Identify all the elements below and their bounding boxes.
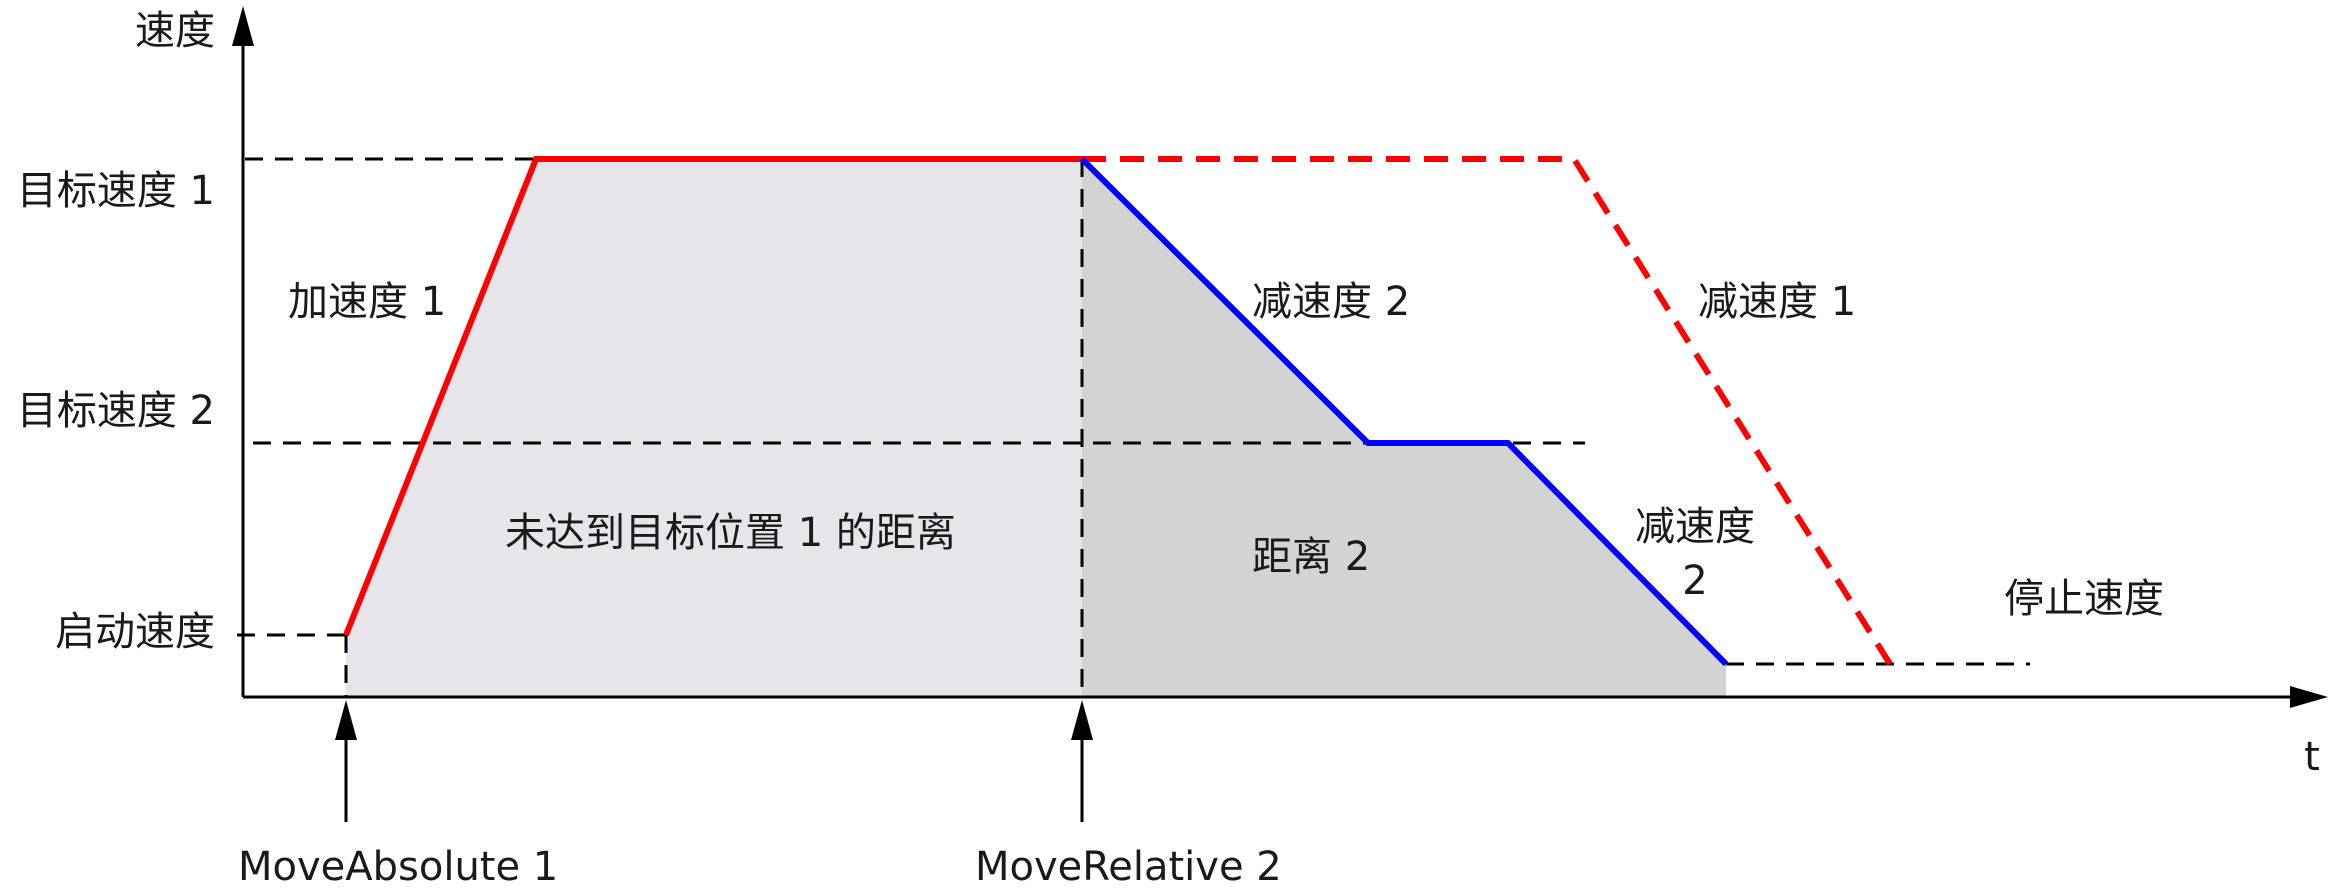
event-arrows	[335, 700, 1093, 822]
area-distance-2	[1082, 159, 1726, 697]
annotation-decel-2-upper: 减速度 2	[1252, 279, 1410, 325]
annotation-decel-2-lower-line2: 2	[1682, 558, 1707, 604]
level-label-start-speed: 启动速度	[55, 609, 215, 655]
event-label-move-absolute: MoveAbsolute 1	[238, 844, 558, 890]
profile-2-line	[1079, 156, 1729, 667]
event-label-move-relative: MoveRelative 2	[975, 844, 1282, 890]
annotation-distance-2: 距离 2	[1252, 534, 1370, 580]
profile-1-solid-line	[343, 156, 1082, 637]
level-label-target-speed-2: 目标速度 2	[17, 388, 215, 434]
level-label-target-speed-1: 目标速度 1	[17, 168, 215, 214]
area-unreached-distance	[346, 159, 1082, 697]
axes	[232, 6, 2328, 708]
annotation-decel-1: 减速度 1	[1698, 279, 1856, 325]
x-axis-arrow-icon	[2290, 686, 2328, 708]
move-absolute-arrow-icon	[335, 700, 357, 740]
annotation-accel-1: 加速度 1	[288, 279, 446, 325]
profile-1-dashed-line	[1082, 156, 1893, 666]
annotation-decel-2-lower-line1: 减速度	[1635, 504, 1755, 550]
y-axis-arrow-icon	[232, 6, 254, 46]
annotation-distance-unreached: 未达到目标位置 1 的距离	[505, 510, 956, 556]
x-axis-label: t	[2304, 734, 2320, 780]
annotation-stop-speed: 停止速度	[2004, 576, 2164, 622]
move-relative-arrow-icon	[1071, 700, 1093, 740]
y-axis-label: 速度	[135, 8, 215, 54]
